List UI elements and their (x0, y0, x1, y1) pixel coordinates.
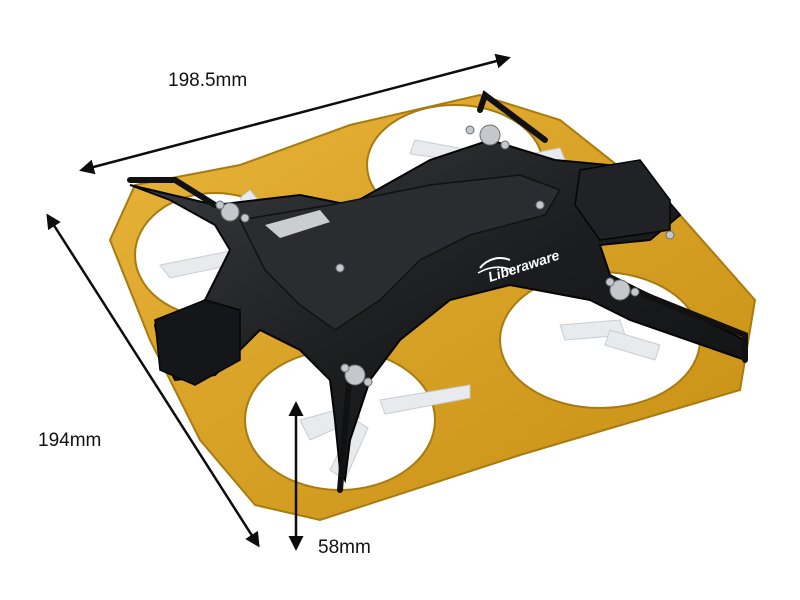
depth-dimension-label: 194mm (38, 430, 102, 451)
width-arrow (79, 53, 511, 175)
depth-arrow (46, 213, 260, 548)
dimension-arrows (46, 53, 511, 551)
brand-logo-mark (477, 257, 513, 274)
height-dimension-label: 58mm (318, 537, 371, 558)
width-dimension-label: 198.5mm (168, 70, 248, 91)
